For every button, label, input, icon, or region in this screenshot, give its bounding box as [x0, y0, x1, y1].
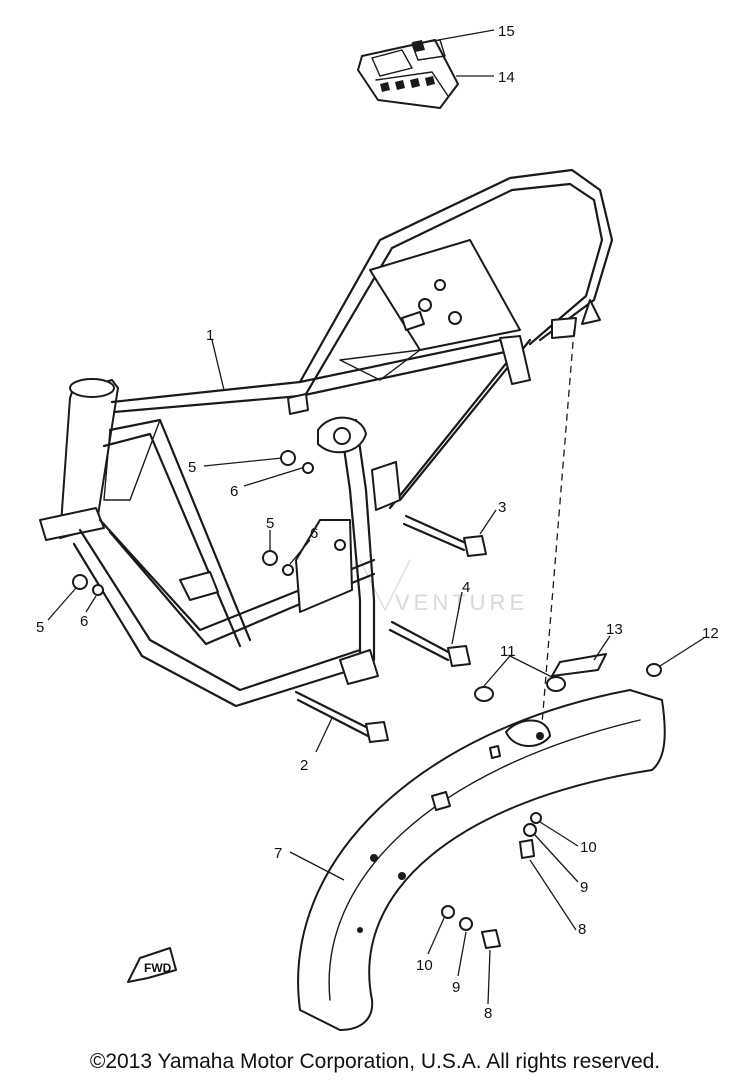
frame[interactable] [39, 168, 614, 708]
washer-6-upper[interactable] [302, 462, 314, 474]
callout-12: 12 [702, 625, 719, 642]
callout-6b: 6 [310, 525, 318, 542]
grommet-11-right[interactable] [546, 676, 566, 692]
leader-lines [47, 29, 705, 1005]
callout-15: 15 [498, 23, 515, 40]
part-13-strip[interactable] [551, 653, 607, 677]
callout-labels: 1 2 3 4 5 5 5 6 6 6 7 8 8 9 9 10 10 11 1… [36, 23, 719, 1022]
callout-10a: 10 [580, 839, 597, 856]
washer-6-middle[interactable] [282, 564, 294, 576]
nut-5-left[interactable] [72, 574, 88, 590]
bolt-8-lower[interactable] [481, 929, 501, 949]
callout-3: 3 [498, 499, 506, 516]
callout-13: 13 [606, 621, 623, 638]
bolt-2[interactable] [294, 690, 389, 743]
washer-9-lower[interactable] [459, 917, 473, 931]
callout-7: 7 [274, 845, 282, 862]
fwd-label: FWD [144, 961, 172, 975]
callout-5b: 5 [266, 515, 274, 532]
callout-2: 2 [300, 757, 308, 774]
callout-1: 1 [206, 327, 214, 344]
washer-10-lower[interactable] [441, 905, 455, 919]
bolt-3[interactable] [402, 514, 487, 557]
washer-6-left[interactable] [92, 584, 104, 596]
fwd-arrow-icon: FWD [127, 947, 177, 983]
nut-5-upper[interactable] [280, 450, 296, 466]
callout-6c: 6 [80, 613, 88, 630]
part-14-15-case[interactable] [357, 39, 459, 109]
callout-5c: 5 [36, 619, 44, 636]
callout-14: 14 [498, 69, 515, 86]
callout-9b: 9 [452, 979, 460, 996]
cap-12[interactable] [646, 663, 662, 677]
callout-5a: 5 [188, 459, 196, 476]
callout-4: 4 [462, 579, 470, 596]
callout-6a: 6 [230, 483, 238, 500]
callout-10b: 10 [416, 957, 433, 974]
callout-9a: 9 [580, 879, 588, 896]
callout-11: 11 [500, 643, 516, 660]
copyright-notice: ©2013 Yamaha Motor Corporation, U.S.A. A… [89, 1050, 661, 1073]
washer-10-right[interactable] [530, 812, 542, 824]
grommet-11-left[interactable] [474, 686, 494, 702]
watermark-logo: VENTURE [359, 559, 524, 615]
rear-fender[interactable] [297, 689, 666, 1031]
bolt-4[interactable] [388, 620, 471, 667]
nut-5-middle[interactable] [262, 550, 278, 566]
bolt-8-right[interactable] [519, 839, 535, 859]
callout-8a: 8 [578, 921, 586, 938]
washer-9-right[interactable] [523, 823, 537, 837]
alignment-line [541, 329, 575, 725]
callout-8b: 8 [484, 1005, 492, 1022]
